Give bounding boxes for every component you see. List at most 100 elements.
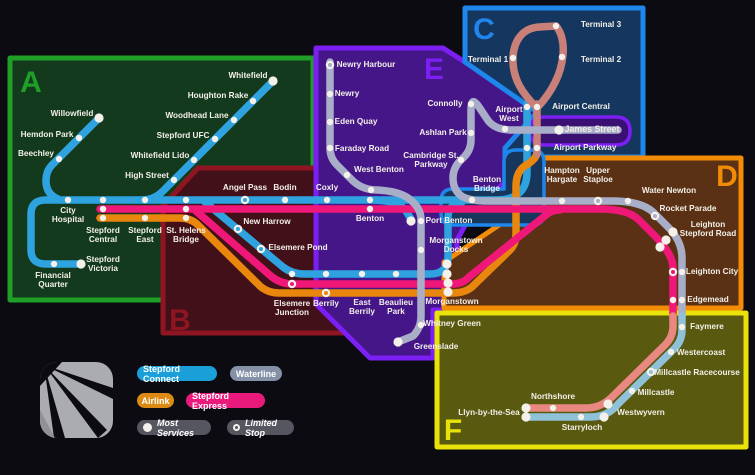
station-label: Millcastle Racecourse [654, 368, 740, 377]
station-dot [533, 144, 541, 152]
station-dot [366, 205, 374, 213]
station-label: Newry [335, 89, 360, 98]
station-label: James Street [565, 124, 620, 134]
station-dot [417, 217, 425, 225]
station-dot [99, 205, 107, 213]
station-dot-major [268, 76, 278, 86]
station-label: Whitefield Lido [131, 151, 190, 160]
zone-C-letter: C [473, 13, 495, 46]
station-dot [182, 196, 190, 204]
station-dot-limited [593, 196, 603, 206]
station-dot [558, 197, 566, 205]
station-dot-major [442, 269, 452, 279]
station-dot-major [655, 242, 665, 252]
station-label: Edgemead [687, 295, 728, 304]
station-label: Terminal 1 [468, 55, 509, 64]
station-dot-limited [256, 244, 266, 254]
station-dot [182, 205, 190, 213]
station-dot [141, 196, 149, 204]
station-label: Cambridge St.Parkway [403, 151, 459, 169]
station-dot-major [521, 412, 531, 422]
station-dot [211, 135, 219, 143]
zone-B-letter: B [169, 304, 191, 337]
station-dot [50, 260, 58, 268]
station-label: Westercoast [677, 348, 726, 357]
station-dot-major [599, 412, 609, 422]
station-label: Starryloch [562, 423, 603, 432]
station-dot [230, 116, 238, 124]
station-dot-major [668, 227, 678, 237]
station-dot-major [661, 235, 671, 245]
station-dot [64, 196, 72, 204]
station-dot-major [76, 259, 86, 269]
station-dot-limited [233, 224, 243, 234]
station-dot [392, 270, 400, 278]
station-label: Houghton Rake [188, 91, 249, 100]
station-dot [501, 125, 509, 133]
station-dot [99, 196, 107, 204]
station-dot-limited [650, 211, 660, 221]
station-dot-major [554, 125, 564, 135]
station-label: Rocket Parade [660, 204, 717, 213]
station-dot [417, 246, 425, 254]
station-dot [577, 413, 585, 421]
zone-F-letter: F [444, 414, 462, 447]
station-dot-major [442, 259, 452, 269]
station-label: Woodhead Lane [165, 111, 229, 120]
station-dot-major [443, 278, 453, 288]
station-label: Greenslade [414, 342, 459, 351]
station-label: High Street [125, 171, 169, 180]
station-label: Llyn-by-the-Sea [458, 408, 520, 417]
station-label: Berrily [313, 299, 339, 308]
station-dot [678, 296, 686, 304]
station-dot [523, 144, 531, 152]
station-label: Newry Harbour [337, 60, 397, 69]
station-dot [170, 176, 178, 184]
station-dot [326, 90, 334, 98]
station-label: Morganstown [425, 297, 478, 306]
station-dot [678, 268, 686, 276]
station-label: Beechley [18, 149, 54, 158]
station-label: Stepford UFC [157, 131, 210, 140]
station-label: Ashlan Park [419, 128, 467, 137]
station-label: Faymere [690, 322, 724, 331]
waterline-coastal-line [522, 312, 686, 421]
station-label: Faraday Road [335, 144, 389, 153]
station-label: Connolly [427, 99, 462, 108]
stepford-express-line [192, 206, 564, 288]
station-dot [467, 129, 475, 137]
station-dot [326, 144, 334, 152]
station-dot [523, 103, 531, 111]
station-dot-limited [646, 367, 656, 377]
station-dot-limited [321, 288, 331, 298]
station-dot [549, 404, 557, 412]
station-dot [343, 171, 351, 179]
station-dot-major [94, 113, 104, 123]
stepford-connect-line [27, 100, 531, 268]
station-label: Terminal 2 [581, 55, 622, 64]
station-dot-major [406, 216, 416, 226]
station-dot [552, 22, 560, 30]
zone-E-letter: E [424, 53, 444, 86]
station-label: Millcastle [638, 388, 675, 397]
station-label: Northshore [531, 392, 576, 401]
station-dot [326, 118, 334, 126]
station-label: Eden Quay [335, 117, 378, 126]
station-dot [678, 323, 686, 331]
station-dot [367, 186, 375, 194]
station-label: Willowfield [51, 109, 94, 118]
station-dot [468, 196, 476, 204]
station-dot-limited [287, 279, 297, 289]
station-dot [323, 196, 331, 204]
